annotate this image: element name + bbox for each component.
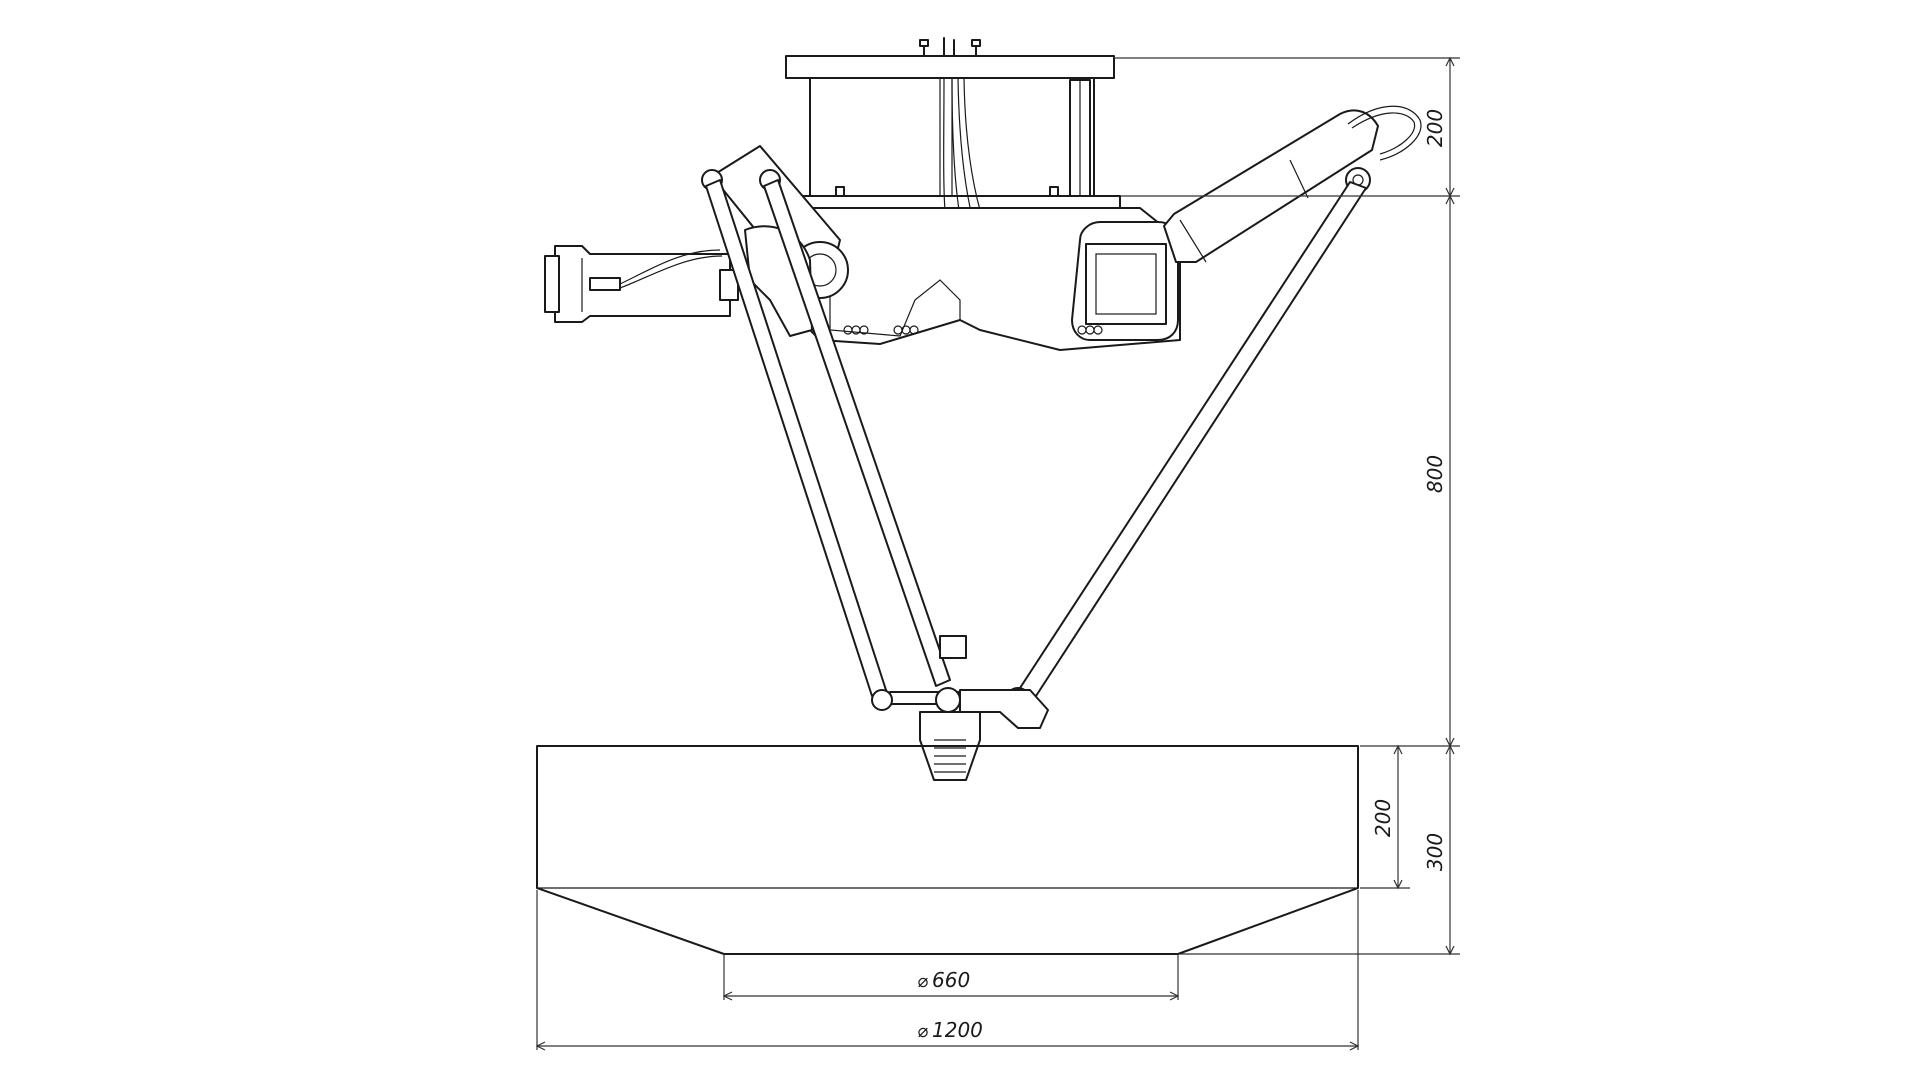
mounting-plate [785,55,1115,79]
robot-base [544,37,1181,351]
dimension-bottom-diameter-value: 660 [932,968,970,992]
left-parallel-rods [705,179,951,697]
gripper-spring [934,739,966,773]
dimension-bottom-diameter: ⌀ 660 [917,968,970,992]
dimension-workspace-upper-height: 200 [1371,799,1395,837]
right-upper-arm [1163,105,1422,263]
dimension-top-diameter-value: 1200 [932,1018,983,1042]
cable-connectors [919,37,981,57]
vertical-dimension-lines [1114,56,1460,956]
dimension-arm-reach-height: 800 [1423,455,1447,493]
right-motor [1071,221,1179,341]
dimension-top-diameter: ⌀ 1200 [917,1018,983,1042]
diameter-symbol: ⌀ [917,1021,928,1042]
end-effector [871,635,1049,781]
horizontal-dimension-lines [535,890,1360,1051]
diameter-symbol: ⌀ [917,971,928,992]
left-motor [544,245,739,323]
dimension-workspace-total-height: 300 [1423,833,1447,871]
dimension-base-plate-height: 200 [1423,109,1447,147]
middle-plate [759,195,1121,209]
